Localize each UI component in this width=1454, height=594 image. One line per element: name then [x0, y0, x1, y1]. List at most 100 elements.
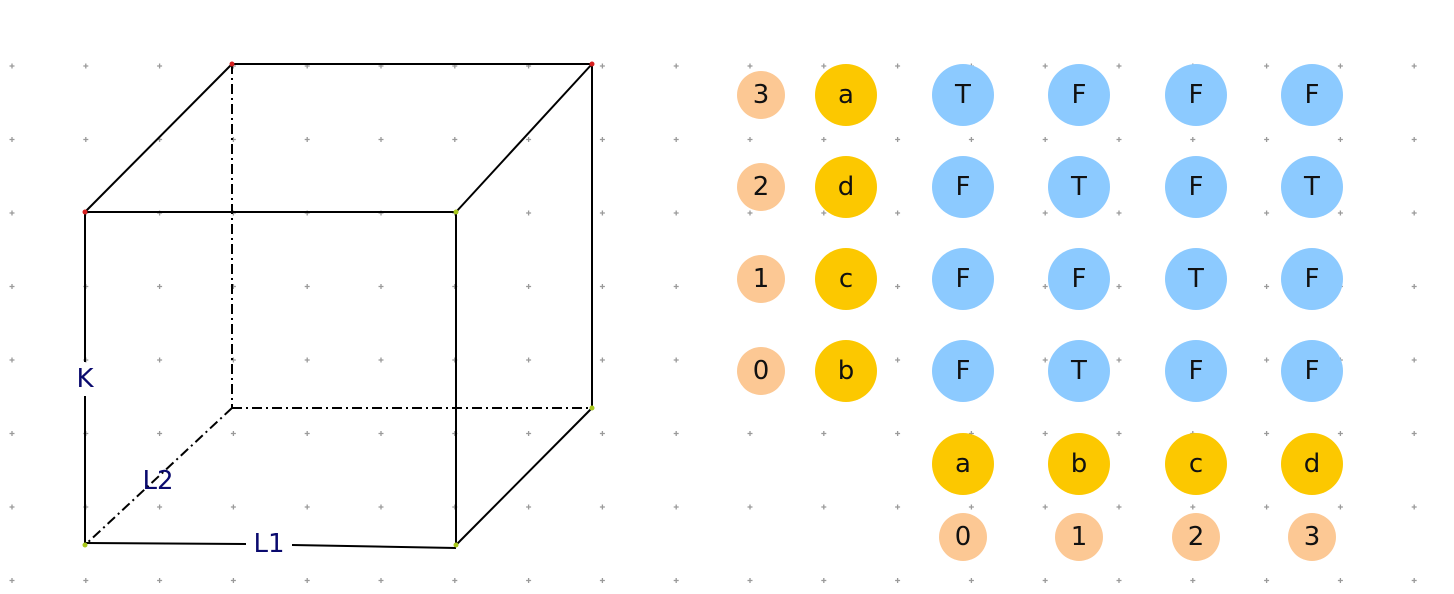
grid-dot [968, 578, 974, 583]
col-index-0-label: 0 [955, 522, 972, 552]
grid-dot [83, 137, 89, 142]
cell-2-0-label: F [956, 264, 971, 294]
grid-dot [1337, 137, 1343, 142]
cube-edge-top-right-depth [455, 63, 593, 213]
cell-2-2-circle [1165, 248, 1227, 310]
row-letter-0-circle [815, 64, 877, 126]
cube-edge-bottom-front-left [84, 542, 247, 545]
grid-dot [1042, 504, 1048, 510]
grid-dot [821, 63, 827, 69]
grid-dot [304, 578, 310, 583]
cell-2-1-circle [1048, 248, 1110, 310]
grid-dot [157, 284, 163, 289]
cell-3-3-label: F [1305, 356, 1320, 386]
row-index-1-circle [737, 163, 785, 211]
grid-dot [1337, 504, 1343, 510]
cell-2-3-circle [1281, 248, 1343, 310]
col-index-2-circle [1172, 513, 1220, 561]
grid-dot [599, 63, 605, 69]
grid-dot [673, 284, 679, 289]
grid-dot [747, 210, 753, 216]
grid-dot [526, 284, 532, 289]
grid-dot [1042, 137, 1048, 142]
cell-1-3-label: T [1303, 172, 1320, 202]
row-index-2-circle [737, 255, 785, 303]
grid-dot [1411, 357, 1417, 363]
grid-dot [378, 137, 384, 142]
grid-dot [1411, 210, 1417, 216]
grid-dot [1264, 431, 1270, 436]
grid-dot [157, 357, 163, 363]
cell-0-2-label: F [1189, 80, 1204, 110]
cell-1-3-circle [1281, 156, 1343, 218]
cube-vertex-bottom-front-right [453, 542, 459, 548]
cell-0-3-circle [1281, 64, 1343, 126]
grid-dot [1411, 504, 1417, 510]
grid-dot [1116, 137, 1122, 142]
grid-dot [1116, 63, 1122, 69]
grid-dot [1264, 63, 1270, 69]
grid-dot [1042, 578, 1048, 583]
grid-dot [1337, 431, 1343, 436]
grid-dot [1116, 284, 1122, 289]
grid-dot [747, 431, 753, 436]
grid-dot [378, 284, 384, 289]
grid-dot [526, 578, 532, 583]
cell-0-0-circle [932, 64, 994, 126]
row-letter-2-label: c [839, 264, 853, 294]
cell-1-0-circle [932, 156, 994, 218]
grid-dot [673, 431, 679, 436]
cube-label-depth: L2 [142, 466, 173, 496]
col-index-1-circle [1055, 513, 1103, 561]
grid-dot [230, 431, 236, 436]
grid-dot [895, 284, 901, 289]
grid-dot [526, 137, 532, 142]
grid-dot [9, 210, 15, 216]
grid-dot [1042, 284, 1048, 289]
cell-3-1-circle [1048, 340, 1110, 402]
grid-dot [673, 357, 679, 363]
grid-dot [304, 137, 310, 142]
cube-hidden-edge-depth [84, 407, 233, 546]
grid-dot [1042, 357, 1048, 363]
cube-drawing: K L2 L1 [76, 61, 595, 559]
col-index-1-label: 1 [1071, 522, 1088, 552]
cell-3-2-label: F [1189, 356, 1204, 386]
cell-1-2-circle [1165, 156, 1227, 218]
col-letter-0-label: a [955, 449, 971, 479]
cube-vertex-bottom-front-left [82, 542, 88, 548]
cell-0-1-label: F [1072, 80, 1087, 110]
grid-dot [747, 63, 753, 69]
cell-0-2-circle [1165, 64, 1227, 126]
row-index-3-label: 0 [753, 356, 770, 386]
grid-dot [9, 137, 15, 142]
col-letter-2-label: c [1189, 449, 1203, 479]
grid-dot [968, 504, 974, 510]
grid-dot [157, 63, 163, 69]
row-index-3-circle [737, 347, 785, 395]
cell-0-0-label: T [954, 80, 971, 110]
grid-dot [378, 578, 384, 583]
row-letter-1-label: d [838, 172, 855, 202]
row-letter-0-label: a [838, 80, 854, 110]
grid-dot [673, 504, 679, 510]
grid-dot [378, 431, 384, 436]
row-index-2-label: 1 [753, 264, 770, 294]
grid-dot [9, 284, 15, 289]
col-index-3-label: 3 [1304, 522, 1321, 552]
cube-edge-bottom-right-depth [455, 407, 593, 546]
grid-dot [599, 210, 605, 216]
cell-3-0-circle [932, 340, 994, 402]
grid-dot [895, 578, 901, 583]
grid-dot [821, 210, 827, 216]
grid-dot [599, 357, 605, 363]
grid-dot [9, 578, 15, 583]
cube-edge-top-left-depth [84, 63, 233, 213]
row-letter-3-circle [815, 340, 877, 402]
grid-dot [1116, 431, 1122, 436]
grid-dot [821, 578, 827, 583]
row-index-0-circle [737, 71, 785, 119]
grid-dot [1042, 431, 1048, 436]
col-letter-3-label: d [1304, 449, 1321, 479]
